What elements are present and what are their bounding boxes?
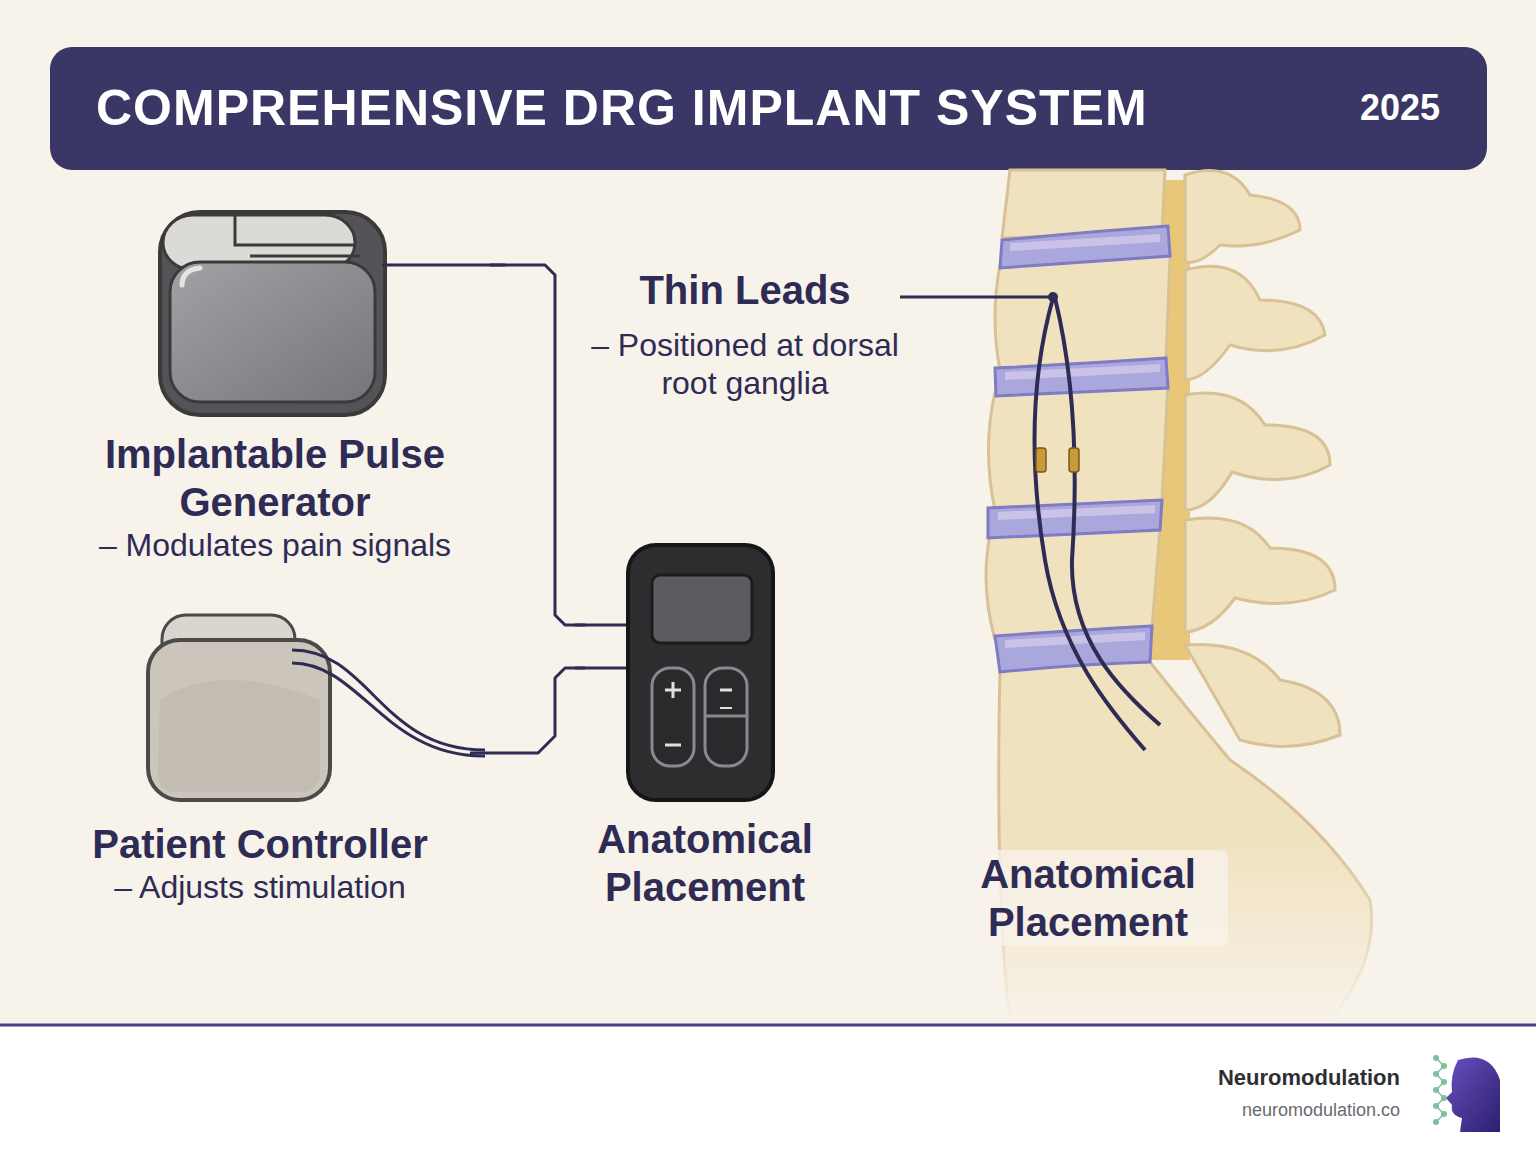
region-label: Anatomical Placement — [948, 850, 1228, 946]
node-description: – Modulates pain signals — [60, 526, 490, 564]
device-node: Anatomical Placement — [585, 540, 825, 911]
leader-line — [900, 296, 1050, 299]
controller-device-icon — [575, 545, 773, 800]
brand-name: Neuromodulation — [1100, 1064, 1400, 1092]
pulse-generator-icon — [160, 212, 505, 415]
lead-contact — [1036, 448, 1046, 472]
device-node: Implantable Pulse Generator– Modulates p… — [60, 205, 490, 564]
title-text: COMPREHENSIVE DRG IMPLANT SYSTEM — [96, 78, 1336, 138]
wire — [292, 663, 485, 756]
connector-wire — [470, 668, 585, 753]
patient-controller-icon — [148, 615, 485, 800]
lead — [1035, 298, 1145, 750]
logo-icon — [1433, 1055, 1500, 1132]
connector-wire — [490, 265, 585, 625]
wire — [292, 650, 485, 750]
footer-rule — [0, 1024, 1536, 1027]
node-heading: Implantable Pulse Generator — [60, 430, 490, 526]
brand-url: neuromodulation.co — [1100, 1098, 1400, 1122]
year-text: 2025 — [1330, 86, 1470, 130]
node-heading: Anatomical Placement — [585, 815, 825, 911]
node-heading: Patient Controller — [50, 820, 470, 868]
title-bar — [50, 47, 1487, 170]
device-node: Patient Controller– Adjusts stimulation — [50, 605, 470, 906]
callout-description: – Positioned at dorsal root ganglia — [590, 326, 900, 403]
lead-contact — [1069, 448, 1079, 472]
wire — [382, 264, 505, 267]
node-description: – Adjusts stimulation — [50, 868, 470, 906]
callout-heading: Thin Leads — [590, 266, 900, 314]
footer-band — [0, 1025, 1536, 1154]
lead — [1055, 298, 1160, 725]
leader-dot — [1048, 292, 1058, 302]
